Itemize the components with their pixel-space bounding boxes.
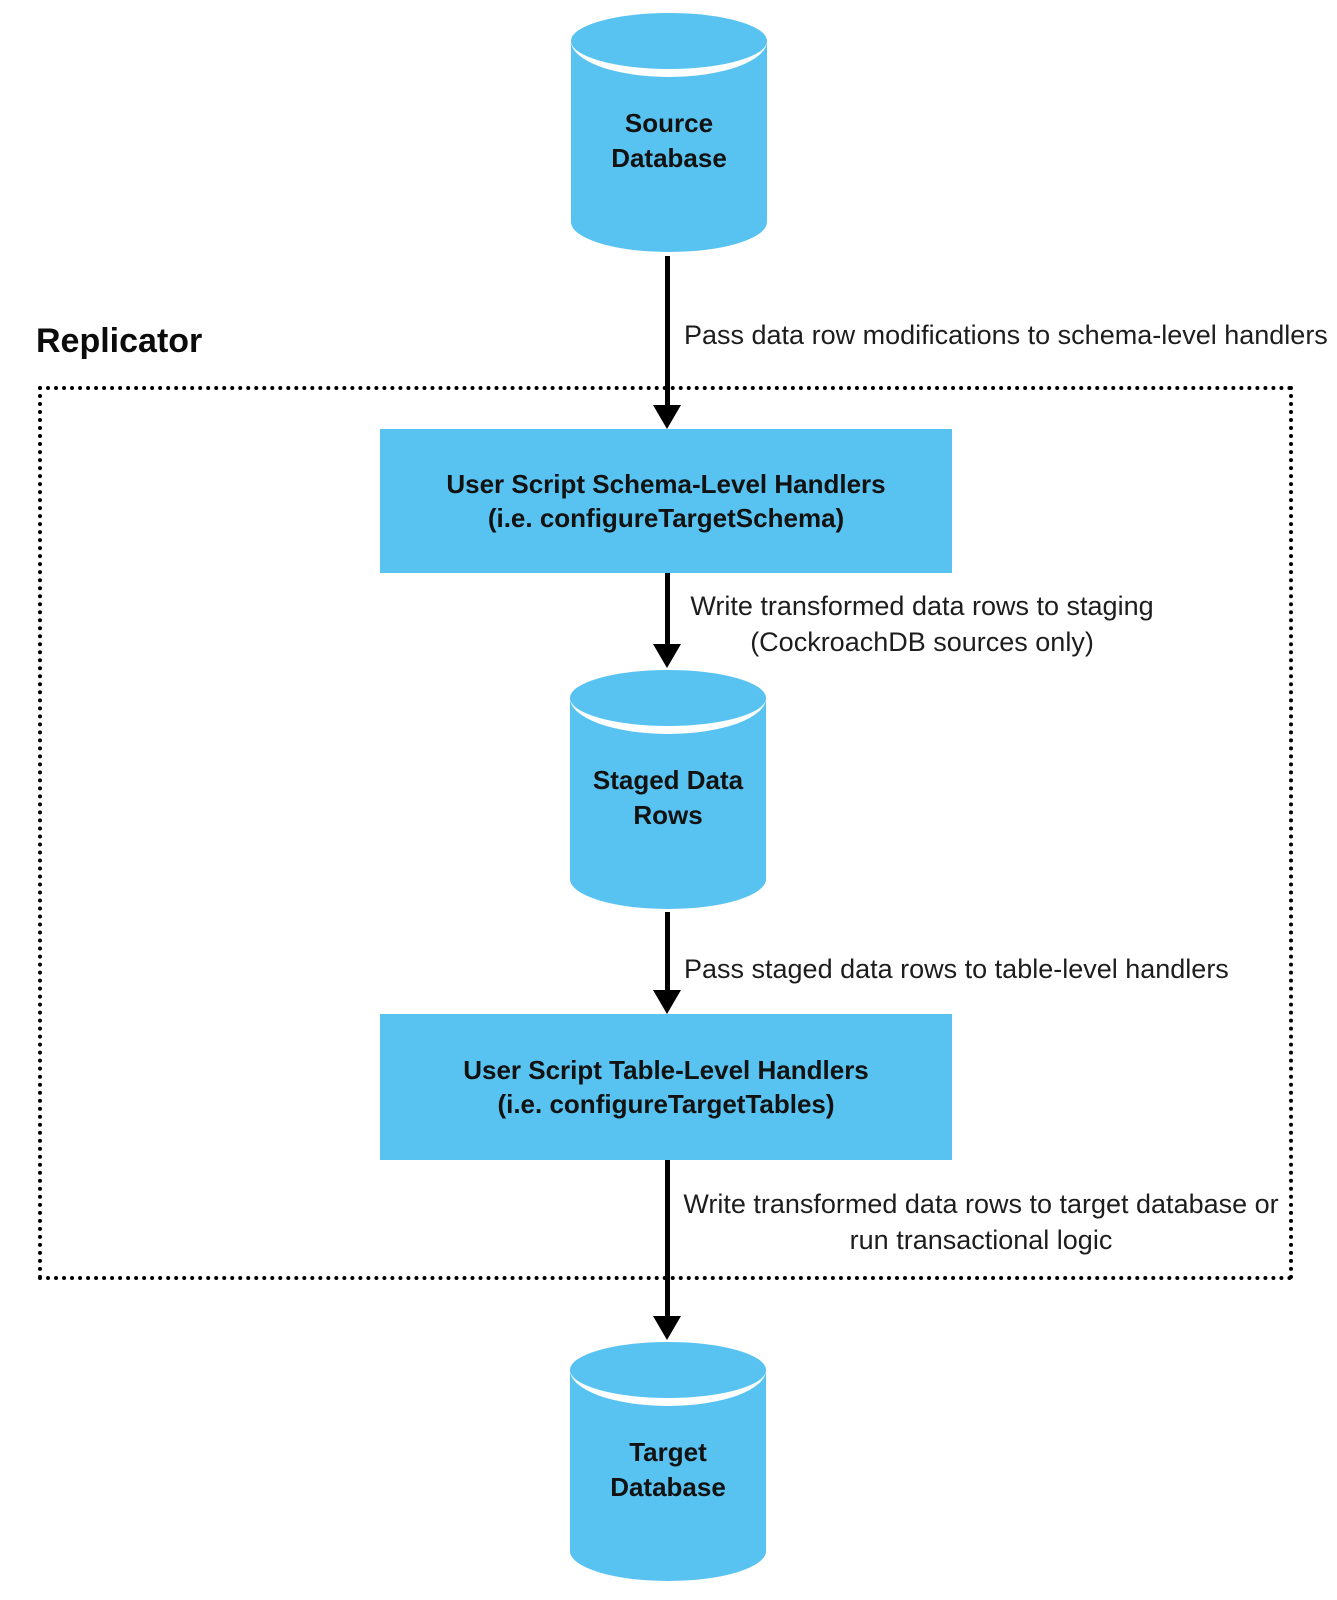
arrow-schema-to-staged (653, 573, 681, 668)
table-handlers-node: User Script Table-Level Handlers (i.e. c… (380, 1014, 952, 1160)
label-line: Database (611, 143, 727, 173)
arrow-table-to-target (653, 1160, 681, 1340)
label-line: User Script Table-Level Handlers (463, 1055, 869, 1085)
label-line: (CockroachDB sources only) (750, 627, 1094, 657)
target-database-node: Target Database (570, 1342, 766, 1582)
edge-label-staged-to-table: Pass staged data rows to table-level han… (684, 954, 1229, 984)
staged-data-rows-node: Staged Data Rows (570, 670, 766, 910)
database-cylinder-icon (570, 1342, 766, 1581)
arrow-head-icon (653, 990, 681, 1014)
edge-label-table-to-target: Write transformed data rows to target da… (671, 1186, 1291, 1258)
label-line: run transactional logic (849, 1225, 1113, 1255)
edge-label-source-to-schema: Pass data row modifications to schema-le… (684, 320, 1328, 350)
source-database-node: Source Database (571, 13, 767, 253)
source-database-label: Source Database (571, 106, 767, 176)
arrow-staged-to-table (653, 912, 681, 1014)
database-cylinder-icon (570, 670, 766, 909)
arrow-head-icon (653, 644, 681, 668)
label-line: Rows (633, 800, 703, 830)
label-line: Staged Data (592, 765, 744, 795)
arrow-head-icon (653, 405, 681, 429)
arrow-source-to-schema (653, 256, 681, 429)
label-line: Write transformed data rows to target da… (683, 1189, 1279, 1219)
staged-data-rows-label: Staged Data Rows (570, 763, 766, 833)
edge-label-schema-to-staged: Write transformed data rows to staging (… (672, 588, 1172, 660)
database-cylinder-icon (571, 13, 767, 252)
label-line: User Script Schema-Level Handlers (446, 469, 886, 499)
replicator-label: Replicator (36, 322, 203, 360)
target-database-label: Target Database (570, 1435, 766, 1505)
schema-handlers-node: User Script Schema-Level Handlers (i.e. … (380, 429, 952, 573)
label-line: Write transformed data rows to staging (690, 591, 1154, 621)
arrow-shaft (664, 256, 670, 405)
label-line: (i.e. configureTargetSchema) (487, 503, 845, 533)
arrow-head-icon (653, 1316, 681, 1340)
arrow-shaft (664, 1160, 670, 1316)
label-line: (i.e. configureTargetTables) (497, 1089, 835, 1119)
arrow-shaft (664, 573, 670, 644)
label-line: Database (610, 1472, 726, 1502)
arrow-shaft (664, 912, 670, 990)
label-line: Target (629, 1437, 707, 1467)
label-line: Source (624, 108, 714, 138)
